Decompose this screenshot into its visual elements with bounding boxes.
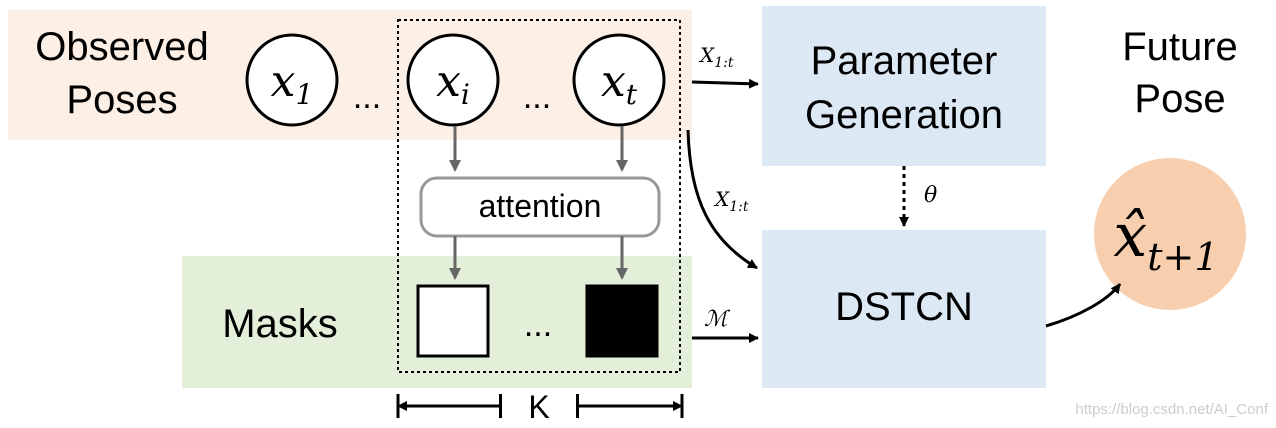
parameter-generation-line1: Parameter [811, 39, 998, 83]
edge-label-mask: ℳ [704, 307, 731, 332]
dstcn-label: DSTCN [835, 285, 973, 329]
watermark: https://blog.csdn.net/AI_Conf [1075, 401, 1268, 418]
edge-label-x-to-param: X1:t [698, 43, 734, 71]
masks-label: Masks [222, 302, 338, 346]
node-xi [406, 33, 500, 127]
arrow-dstcn-to-future [1045, 283, 1122, 328]
k-label: K [528, 389, 549, 425]
observed-label-line1: Observed [35, 25, 208, 69]
parameter-generation-line2: Generation [805, 93, 1003, 137]
edge-label-theta: θ [924, 183, 937, 208]
mask-empty-square [416, 284, 490, 358]
attention-label: attention [479, 188, 602, 224]
window-dotted-box [397, 19, 681, 373]
node-xi-label: xi [436, 56, 470, 111]
mask-filled-square [585, 284, 659, 358]
dstcn-box [762, 230, 1046, 388]
future-label-line1: Future [1122, 25, 1238, 69]
attention-box [419, 176, 661, 238]
ellipsis-top-right: ... [523, 78, 551, 116]
future-pose-symbol: x̂t+1 [1113, 201, 1218, 279]
future-pose-circle [1094, 158, 1246, 310]
node-x1 [245, 33, 339, 127]
future-label-line2: Pose [1134, 77, 1225, 121]
arrow-x-to-dstcn [686, 129, 758, 270]
node-xt [572, 33, 666, 127]
node-x1-label: x1 [271, 56, 314, 111]
observed-label-line2: Poses [66, 78, 177, 122]
ellipsis-top-left: ... [353, 78, 381, 116]
arrow-x-to-param [691, 78, 759, 89]
node-xt-label: xt [601, 56, 638, 111]
edge-label-x-to-dstcn: X1:t [713, 187, 749, 215]
parameter-generation-box [762, 6, 1046, 166]
masks-ellipsis: ... [524, 306, 552, 344]
